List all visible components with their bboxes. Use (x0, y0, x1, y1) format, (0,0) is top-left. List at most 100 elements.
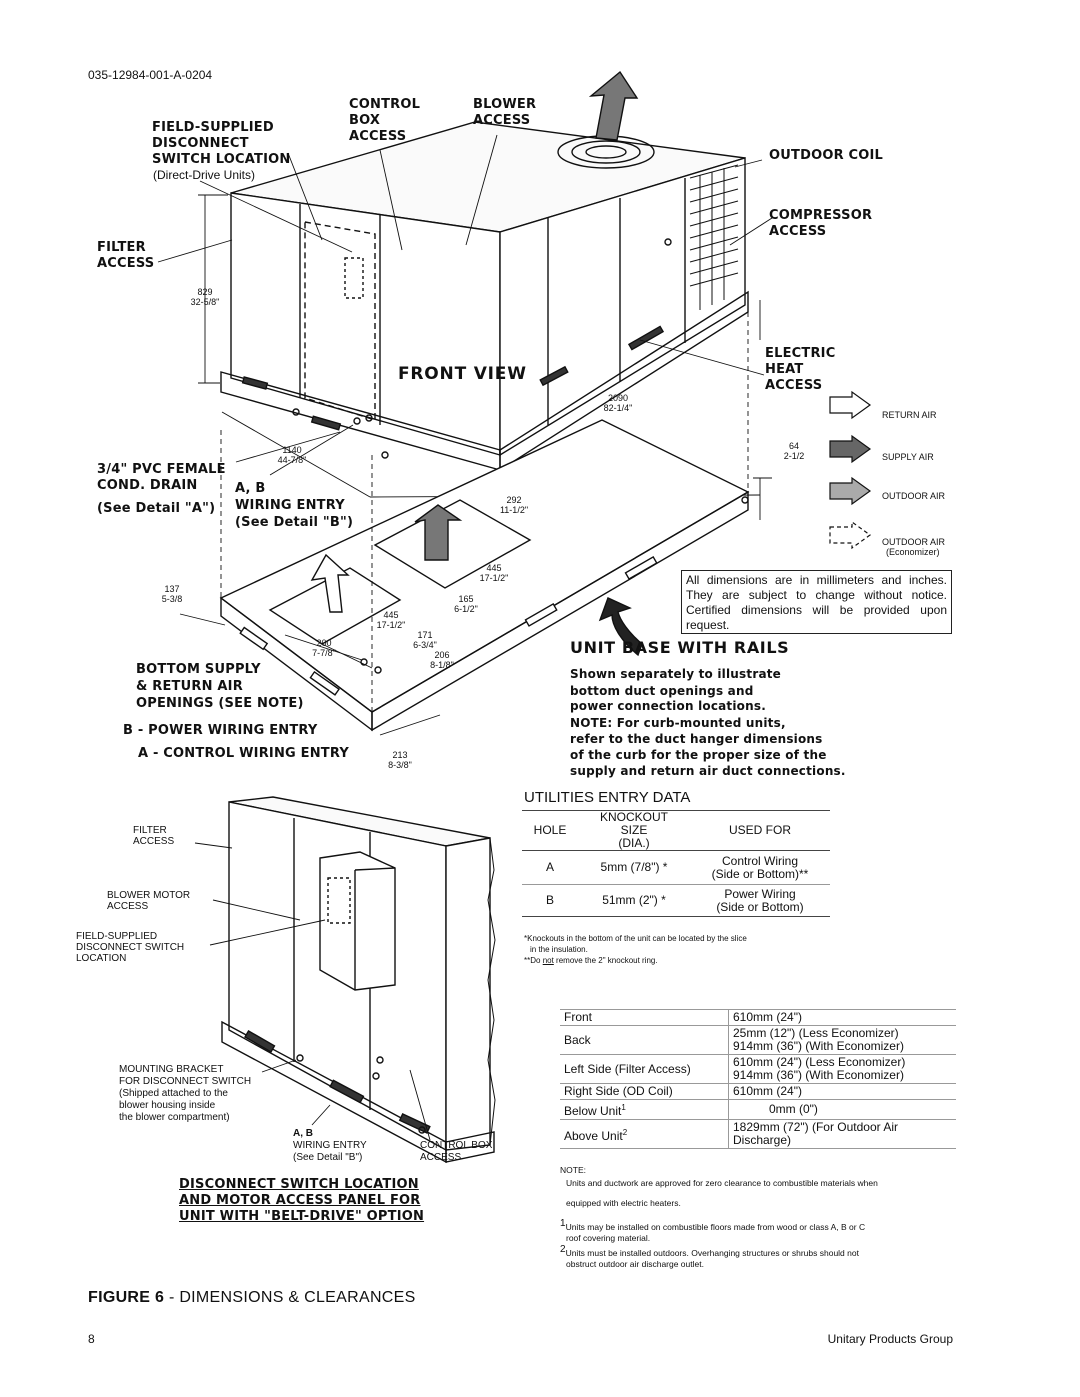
clr-loc-above: Above Unit2 (560, 1120, 729, 1149)
clr-loc-back: Back (564, 1032, 591, 1047)
util-hole-a: A (545, 860, 554, 874)
clr-val-back-1: 25mm (12") (Less Economizer) (733, 1026, 899, 1040)
bd-wiring-entry: WIRING ENTRY (293, 1140, 367, 1151)
base-note-2: refer to the duct hanger dimensions (570, 732, 823, 746)
power-wiring-entry-label: B - POWER WIRING ENTRY (123, 723, 318, 738)
control-box-callout: CONTROL BOX ACCESS (349, 97, 421, 144)
util-hdr-hole: HOLE (533, 823, 567, 837)
dim-206-in: 8-1/8" (430, 660, 454, 670)
blower-access-callout: BLOWER ACCESS (473, 97, 537, 128)
clr-val-above-1: 1829mm (72") (For Outdoor Air (733, 1120, 898, 1134)
electric-heat-callout: ELECTRIC HEAT ACCESS (765, 346, 836, 393)
clr-note-3-text: Units must be installed outdoors. Overha… (565, 1247, 859, 1258)
return-air-label: & RETURN AIR (136, 679, 243, 694)
clr-loc-left: Left Side (Filter Access) (564, 1061, 691, 1076)
clr-note-3: 2Units must be installed outdoors. Overh… (560, 1244, 960, 1259)
util-used-a-1: Control Wiring (721, 853, 799, 868)
bd-ab-label: A, B (293, 1128, 313, 1139)
bd-control-access: ACCESS (420, 1152, 462, 1163)
figure-label: FIGURE 6 (88, 1289, 165, 1306)
clr-loc-right: Right Side (OD Coil) (564, 1084, 673, 1098)
dim-137-in: 5-3/8 (161, 594, 183, 604)
bd-mounting-1: MOUNTING BRACKET (119, 1064, 224, 1075)
dim-292-in: 11-1/2" (499, 505, 529, 515)
utilities-table: HOLE KNOCKOUT SIZE (DIA.) USED FOR A 5mm… (522, 810, 830, 917)
legend-return-air: RETURN AIR (882, 410, 937, 420)
bd-title-1: DISCONNECT SWITCH LOCATION (179, 1177, 419, 1192)
front-view-title: FRONT VIEW (398, 364, 527, 384)
disconnect-switch-callout: FIELD-SUPPLIED DISCONNECT SWITCH LOCATIO… (152, 120, 291, 167)
dim-165: 165 (458, 594, 474, 604)
clearance-notes: NOTE: Units and ductwork are approved fo… (560, 1165, 960, 1270)
util-foot-2b: not (542, 956, 554, 965)
base-subtitle-2: bottom duct openings and (570, 684, 754, 698)
dim-445a-in: 17-1/2" (479, 573, 509, 583)
dimensions-notice: All dimensions are in millimeters and in… (681, 570, 952, 634)
clearances-table: Front 610mm (24") Back 25mm (12") (Less … (560, 1009, 956, 1149)
clr-val-back: 25mm (12") (Less Economizer) 914mm (36")… (728, 1025, 956, 1055)
utilities-title: UTILITIES ENTRY DATA (524, 789, 691, 806)
util-foot-2a: **Do (524, 956, 543, 965)
bd-see-detail-b: (See Detail "B") (293, 1152, 363, 1163)
table-row: Below Unit1 0mm (0") (560, 1099, 956, 1120)
table-row: Right Side (OD Coil) 610mm (24") (560, 1083, 956, 1100)
util-used-a: Control Wiring (Side or Bottom)** (690, 851, 830, 885)
filter-access-callout: FILTER ACCESS (97, 240, 155, 271)
dim-1140: 1140 (282, 445, 302, 455)
outdoor-coil-callout: OUTDOOR COIL (769, 148, 884, 163)
dim-445b-in: 17-1/2" (376, 620, 406, 630)
clr-loc-above-text: Above Unit (564, 1128, 623, 1143)
dim-200-in: 7-7/8" (312, 648, 336, 658)
util-size-a: 5mm (7/8") * (600, 860, 668, 874)
dim-829: 829 (197, 287, 213, 297)
unit-base-drawing (179, 312, 750, 736)
clr-note-3-sup: 2 (560, 1243, 566, 1255)
clr-val-back-2: 914mm (36") (With Economizer) (733, 1039, 904, 1053)
util-used-b-1: Power Wiring (724, 886, 796, 901)
front-view-unit (220, 70, 749, 472)
dim-1140-in: 44-7/8" (277, 455, 307, 465)
dim-213-in: 8-3/8" (388, 760, 412, 770)
util-used-b-2: (Side or Bottom) (716, 899, 804, 914)
dim-171: 171 (417, 630, 433, 640)
dim-445b: 445 (383, 610, 399, 620)
dim-2090-in: 82-1/4" (603, 403, 633, 413)
clr-note-2b: roof covering material. (566, 1232, 651, 1243)
bd-disconnect-location: FIELD-SUPPLIED DISCONNECT SWITCH LOCATIO… (76, 931, 185, 964)
pvc-drain-callout: 3/4" PVC FEMALE COND. DRAIN (97, 462, 226, 493)
util-hdr-knockout-3: (DIA.) (618, 836, 650, 850)
dim-137: 137 (164, 584, 180, 594)
util-size-b: 51mm (2") * (602, 893, 666, 907)
util-foot-2: **Do not remove the 2" knockout ring. (524, 955, 834, 966)
bd-mounting-5: the blower compartment) (119, 1112, 230, 1123)
clr-note-3b: obstruct outdoor air discharge outlet. (566, 1258, 704, 1269)
legend-outdoor-air-econ: OUTDOOR AIR (882, 537, 946, 547)
clr-note-2: 1Units may be installed on combustible f… (560, 1218, 960, 1233)
bd-mounting-3: (Shipped attached to the (119, 1088, 228, 1099)
legend-outdoor-air: OUTDOOR AIR (882, 491, 946, 501)
legend-supply-air: SUPPLY AIR (882, 452, 934, 462)
figure-caption: - DIMENSIONS & CLEARANCES (164, 1289, 416, 1306)
wiring-entry-callout: WIRING ENTRY (235, 498, 345, 513)
document-id: 035-12984-001-A-0204 (88, 68, 213, 82)
belt-drive-drawing (194, 796, 496, 1164)
ab-label: A, B (235, 481, 266, 496)
table-row: A 5mm (7/8") * Control Wiring (Side or B… (522, 851, 830, 885)
table-row: Back 25mm (12") (Less Economizer) 914mm … (560, 1025, 956, 1055)
clr-note-1: Units and ductwork are approved for zero… (566, 1178, 878, 1188)
clr-val-left-2: 914mm (36") (With Economizer) (733, 1068, 904, 1082)
clr-val-right: 610mm (24") (728, 1083, 956, 1100)
base-subtitle-3: power connection locations. (570, 699, 766, 713)
clr-val-above: 1829mm (72") (For Outdoor Air Discharge) (728, 1119, 956, 1149)
dim-445a: 445 (486, 563, 502, 573)
dim-64-in: 2-1/2 (783, 451, 805, 461)
dim-292: 292 (506, 495, 522, 505)
clr-loc-front: Front (564, 1010, 593, 1024)
clr-note-2-text: Units may be installed on combustible fl… (565, 1221, 866, 1232)
dim-200: 200 (316, 638, 332, 648)
bd-mounting-2: FOR DISCONNECT SWITCH (119, 1076, 252, 1087)
bd-title-3: UNIT WITH "BELT-DRIVE" OPTION (179, 1209, 425, 1224)
util-hole-b: B (545, 893, 554, 907)
see-detail-a: (See Detail "A") (97, 501, 216, 516)
